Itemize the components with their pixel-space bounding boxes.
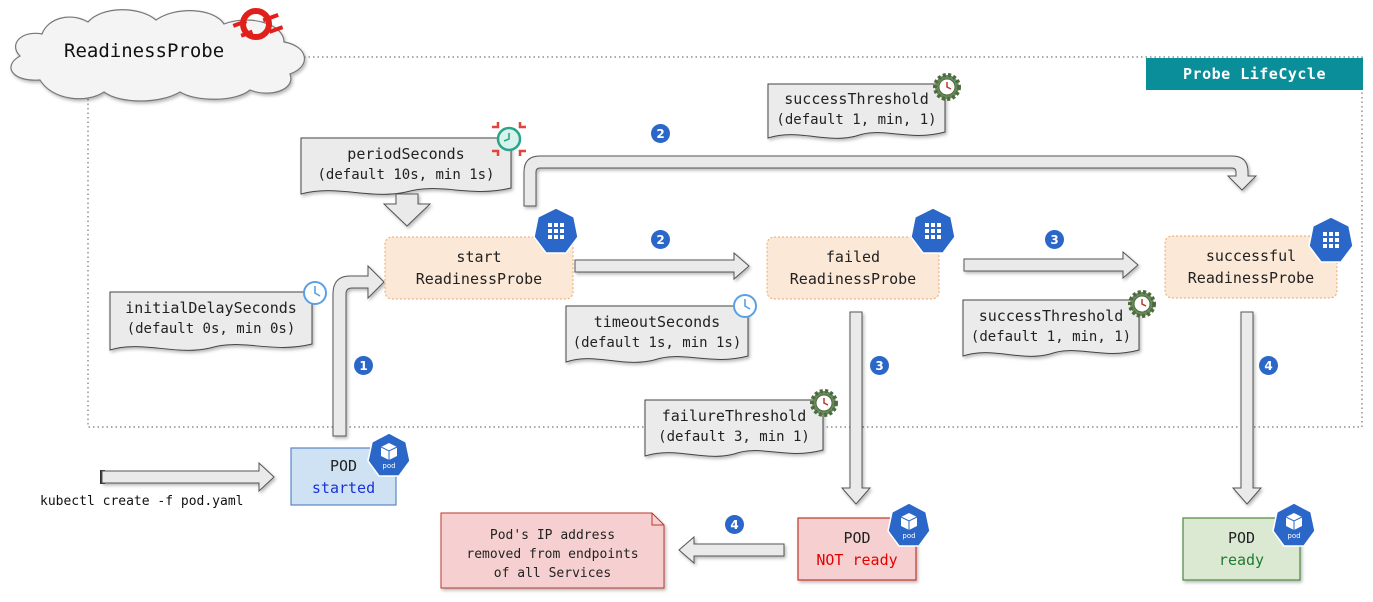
pod-not-ready: POD NOT ready [798, 518, 916, 580]
note-period: periodSeconds (default 10s, min 1s) [301, 143, 511, 187]
lifecycle-frame [87, 56, 1363, 428]
pod-started: POD started [291, 448, 396, 505]
state-start-line2: ReadinessProbe [415, 270, 543, 288]
openshift-logo-icon [232, 8, 284, 40]
pod-started-status: started [311, 478, 376, 497]
removed-note-line2: removed from endpoints [466, 546, 639, 562]
gear-icon-success-mid [1128, 290, 1156, 318]
pod-started-label: POD [329, 456, 358, 475]
removed-note-line1: Pod's IP address [489, 527, 616, 543]
gear-icon-success-top [933, 73, 961, 101]
note-success-mid-name: successThreshold [978, 307, 1124, 325]
note-period-detail: (default 10s, min 1s) [317, 167, 495, 183]
clock-icon-initial [303, 281, 327, 305]
note-failure-shape [644, 399, 824, 457]
note-initial-delay-name: initialDelaySeconds [125, 299, 297, 317]
removed-note-shape [440, 512, 665, 589]
pod-notready-label: POD [843, 529, 871, 547]
state-start-shape [384, 236, 574, 300]
pod-ready: POD ready [1183, 518, 1300, 580]
note-initial-delay-detail: (default 0s, min 0s) [126, 321, 296, 337]
pod-notready-status: NOT ready [816, 551, 898, 569]
pod-icon-notready [887, 502, 931, 547]
note-success-top-shape [767, 83, 946, 139]
removed-note-fold [651, 513, 664, 526]
kube-icon-failed [910, 207, 956, 254]
failed-down-arrow [840, 311, 872, 505]
note-period-name: periodSeconds [347, 145, 465, 163]
pod-icon-started-caption: pod [382, 462, 396, 470]
state-start-line1: start [456, 248, 502, 266]
note-timeout-shape [565, 305, 749, 363]
note-initial-delay-shape [109, 291, 313, 351]
kube-icon-start [533, 207, 579, 254]
step-badge-1: 1 [354, 356, 373, 375]
state-failed-line2: ReadinessProbe [789, 270, 917, 288]
pod-ready-status: ready [1218, 551, 1265, 569]
note-failure: failureThreshold (default 3, min 1) [645, 405, 823, 449]
timer-icon-period [492, 122, 526, 156]
step-badge-3-mid: 3 [1045, 230, 1064, 249]
removed-note: Pod's IP address removed from endpoints … [441, 521, 664, 587]
diagram-title: ReadinessProbe [64, 40, 225, 62]
lifecycle-label: Probe LifeCycle [1146, 58, 1363, 90]
step-badge-3-down: 3 [870, 356, 889, 375]
state-failed-line1: failed [825, 248, 881, 266]
pod-ready-label: POD [1227, 529, 1256, 547]
gear-icon-failure [810, 389, 838, 417]
period-down-arrow [382, 193, 432, 227]
state-successful: successful ReadinessProbe [1165, 236, 1337, 298]
note-success-mid-detail: (default 1, min, 1) [970, 329, 1132, 345]
removed-note-line3: of all Services [493, 565, 612, 581]
note-timeout: timeoutSeconds (default 1s, min 1s) [566, 311, 748, 355]
note-success-mid-shape [962, 299, 1140, 357]
step-badge-4-left: 4 [725, 515, 744, 534]
note-failure-detail: (default 3, min 1) [658, 429, 810, 445]
state-failed: failed ReadinessProbe [767, 237, 939, 299]
note-success-mid: successThreshold (default 1, min, 1) [963, 305, 1139, 349]
state-successful-line1: successful [1205, 247, 1297, 265]
pod-icon-started [367, 432, 411, 477]
step-badge-4-down: 4 [1259, 356, 1278, 375]
state-failed-shape [766, 236, 940, 300]
failed-to-success-arrow [963, 250, 1139, 280]
note-failure-name: failureThreshold [661, 407, 807, 425]
command-text: kubectl create -f pod.yaml [40, 494, 244, 509]
note-initial-delay: initialDelaySeconds (default 0s, min 0s) [110, 297, 312, 341]
success-down-arrow [1231, 311, 1263, 505]
command-arrow [101, 461, 275, 493]
initial-up-right-arrow [332, 264, 385, 437]
step-badge-2-mid: 2 [651, 230, 670, 249]
kube-icon-success [1308, 216, 1354, 263]
note-timeout-detail: (default 1s, min 1s) [572, 335, 742, 351]
notready-to-removed-arrow [678, 535, 785, 565]
note-timeout-name: timeoutSeconds [593, 313, 721, 331]
state-start: start ReadinessProbe [385, 237, 573, 299]
state-success-shape [1164, 235, 1338, 299]
pod-icon-ready [1272, 502, 1316, 547]
pod-icon-ready-caption: pod [1287, 532, 1301, 540]
start-to-failed-arrow [574, 251, 750, 281]
note-success-top-detail: (default 1, min, 1) [776, 112, 937, 128]
note-success-top-name: successThreshold [784, 90, 929, 108]
pod-icon-notready-caption: pod [902, 532, 916, 540]
step-badge-2-top: 2 [651, 124, 670, 143]
loop-success-arrow [523, 155, 1258, 207]
state-successful-line2: ReadinessProbe [1187, 269, 1315, 287]
clock-icon-timeout [733, 294, 757, 318]
note-success-top: successThreshold (default 1, min, 1) [768, 88, 945, 132]
note-period-shape [300, 137, 512, 195]
